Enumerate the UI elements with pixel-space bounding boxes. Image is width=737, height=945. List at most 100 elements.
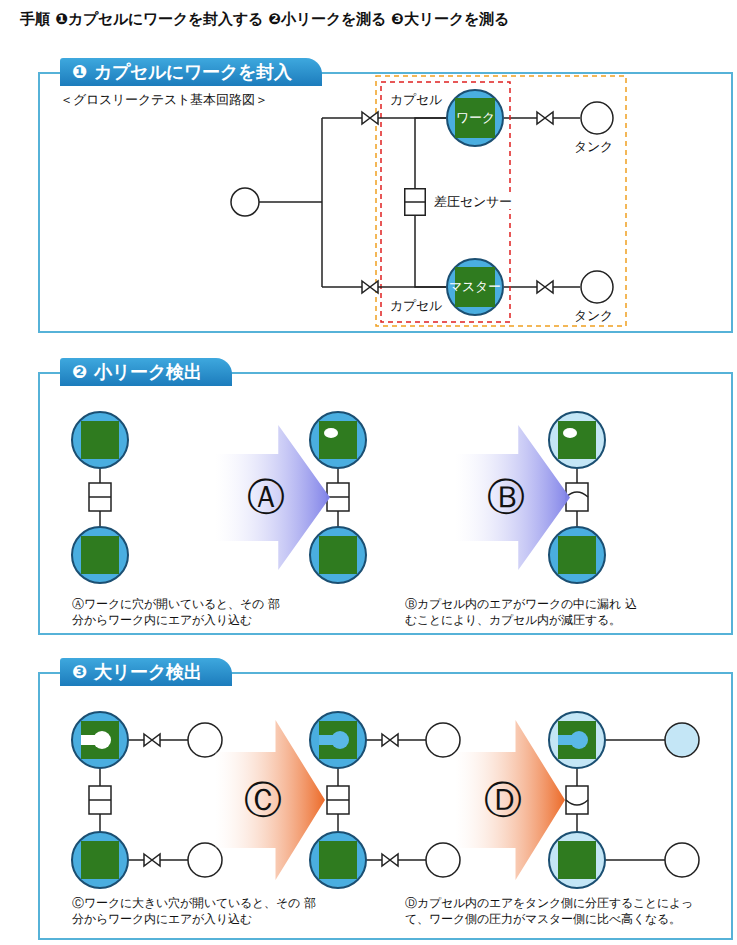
tank-symbol (665, 723, 699, 757)
sensor-symbol (327, 786, 349, 814)
step-caption: Ⓐワークに穴が開いていると、その 部分からワーク内にエアが入り込む (72, 597, 280, 627)
capsule-circle (549, 832, 605, 888)
workpiece-square (455, 98, 495, 138)
hole (93, 731, 111, 749)
label-holder: 差圧センサー (432, 193, 514, 211)
workpiece-square (319, 421, 357, 459)
wire-connector (415, 216, 446, 287)
capsule-circle (447, 259, 503, 315)
label-holder: ワーク (446, 89, 504, 147)
sensor-box-outline (404, 188, 426, 216)
label-holder: Ⓐ (215, 425, 316, 570)
label-holder: Ⓐワークに穴が開いていると、その 部分からワーク内にエアが入り込む (72, 597, 288, 628)
wire (89, 799, 111, 801)
valve-symbol (144, 854, 160, 866)
capsule-circle (72, 832, 128, 888)
workpiece-square (319, 841, 357, 879)
step-arrow: Ⓓ (455, 720, 565, 880)
sensor-box: 差圧センサー (404, 188, 426, 216)
tank-symbol (426, 843, 460, 877)
wire (327, 799, 349, 801)
workpiece-square (558, 841, 596, 879)
hole (331, 731, 349, 749)
wire (322, 117, 446, 119)
capsule-circle (549, 412, 605, 468)
sensor-symbol (405, 189, 426, 216)
capsule-circle (310, 527, 366, 583)
valve-symbol (537, 281, 553, 293)
workpiece-square (558, 721, 596, 759)
capsule-circle (310, 712, 366, 768)
step-panel: ⒶⒷ❷ 小リーク検出 (38, 372, 733, 635)
step-arrow: Ⓒ (215, 720, 325, 880)
workpiece-square (81, 841, 119, 879)
wire (576, 768, 578, 786)
page-title: 手順 ❶カプセルにワークを封入する ❷小リークを測る ❸大リークを測る (20, 10, 509, 29)
label-holder: カプセル (390, 298, 442, 315)
wire (337, 468, 339, 483)
sensor-diaphragm (566, 800, 588, 805)
diagram-subtitle: ＜グロスリークテスト基本回路図＞ (60, 92, 268, 107)
step-letter: Ⓒ (244, 775, 282, 826)
workpiece-square (558, 536, 596, 574)
capsule-label: マスター (449, 278, 501, 296)
workpiece-square (558, 421, 596, 459)
tank-circle-outline (580, 270, 614, 304)
sensor-diaphragm (404, 201, 426, 203)
workpiece-square (319, 536, 357, 574)
wire (576, 511, 578, 527)
tank-circle: タンク (580, 270, 614, 304)
workpiece-square (81, 421, 119, 459)
capsule-circle (447, 90, 503, 146)
wire (321, 118, 323, 287)
wire (99, 511, 101, 527)
sensor-symbol (89, 483, 111, 511)
step-arrow: Ⓑ (455, 425, 570, 570)
capsule-label: カプセル (390, 92, 442, 107)
step-letter: Ⓐ (247, 472, 285, 523)
panel-heading: ❶ カプセルにワークを封入 (60, 58, 322, 86)
tank-symbol (426, 723, 460, 757)
label-holder: Ⓑ (455, 425, 556, 570)
capsule-circle (549, 527, 605, 583)
step-panel: ワークマスタータンクタンク差圧センサー❶ カプセルにワークを封入 (38, 72, 733, 333)
label-holder: Ⓓカプセル内のエアをタンク側に分圧することによっ て、ワーク側の圧力がマスター側… (405, 896, 719, 927)
label-holder: Ⓑカプセル内のエアがワークの中に漏れ 込むことにより、カプセル内が減圧する。 (405, 597, 647, 628)
capsule-label: カプセル (390, 298, 442, 313)
step-caption: Ⓓカプセル内のエアをタンク側に分圧することによっ て、ワーク側の圧力がマスター側… (405, 896, 693, 926)
valve-symbol (362, 112, 378, 124)
tank-symbol (581, 271, 613, 303)
sensor-symbol (566, 483, 588, 511)
tank-group-bracket (376, 76, 626, 326)
tank-symbol (231, 188, 259, 216)
wire (89, 496, 111, 498)
valve-symbol (382, 854, 398, 866)
wire (337, 511, 339, 527)
tank-circle-outline (580, 101, 614, 135)
capsule-circle: マスター (446, 258, 504, 316)
label-holder: マスター (446, 258, 504, 316)
wire (259, 201, 322, 203)
tank-symbol (665, 843, 699, 877)
sensor-label: 差圧センサー (432, 194, 514, 209)
capsule-circle (72, 412, 128, 468)
tank-circle: タンク (580, 101, 614, 135)
capsule-circle (549, 712, 605, 768)
label-holder: Ⓒワークに大きい穴が開いていると、その 部分からワーク内にエアが入り込む (72, 896, 324, 927)
capsule-circle (310, 412, 366, 468)
capsule-circle (72, 712, 128, 768)
wire (576, 814, 578, 832)
step-arrow: Ⓐ (215, 425, 330, 570)
step-caption: Ⓑカプセル内のエアがワークの中に漏れ 込むことにより、カプセル内が減圧する。 (405, 597, 637, 627)
wire (322, 286, 446, 288)
valve-symbol (537, 112, 553, 124)
label-holder: タンク (574, 307, 613, 325)
panel-heading: ❷ 小リーク検出 (60, 358, 232, 386)
panel-heading: ❸ 大リーク検出 (60, 658, 232, 686)
tank-label: タンク (574, 308, 613, 323)
wire (337, 814, 339, 832)
step-caption: Ⓒワークに大きい穴が開いていると、その 部分からワーク内にエアが入り込む (72, 896, 316, 926)
